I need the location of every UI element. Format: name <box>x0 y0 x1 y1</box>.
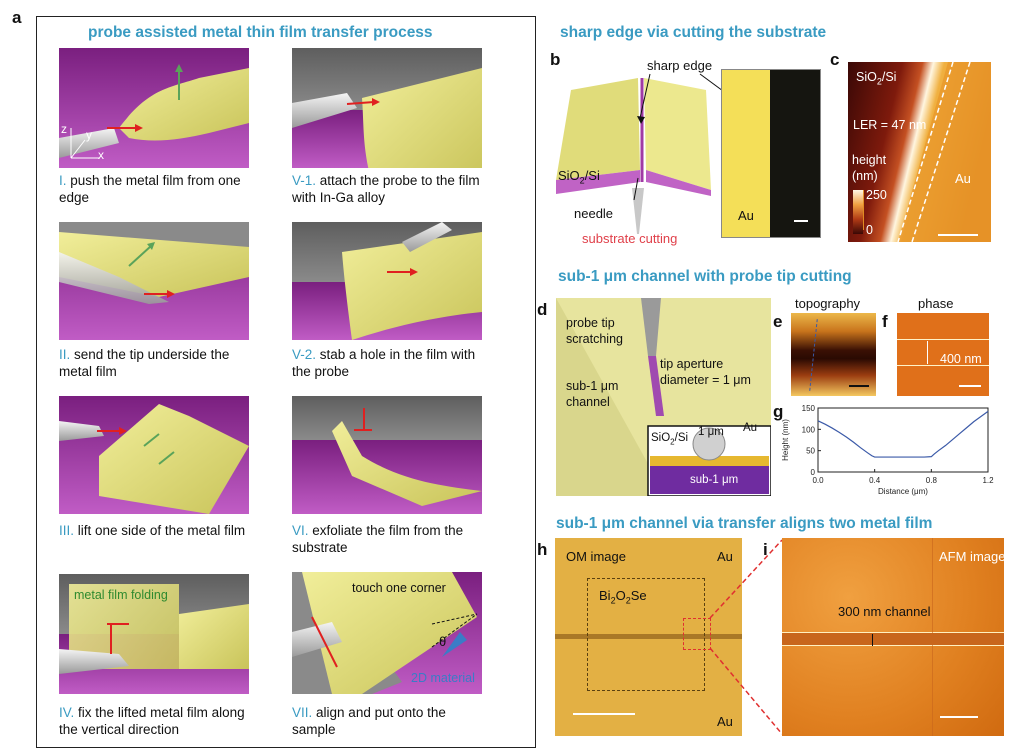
panel-e-title: topography <box>795 296 861 311</box>
panel-c-height: height <box>852 153 887 167</box>
x-tick-label: 0.4 <box>869 476 881 485</box>
panel-h-au-bot: Au <box>717 714 733 729</box>
panel-c-min: 0 <box>866 223 873 237</box>
panel-d-scratch2: scratching <box>566 332 623 346</box>
step-v2-image <box>292 222 482 340</box>
panel-c-ler: LER = 47 nm <box>853 118 927 132</box>
step-1-caption: I. push the metal film from one edge <box>59 173 241 205</box>
step-v1-caption: V-1. attach the probe to the film with I… <box>292 173 480 205</box>
panel-b-sio2: SiO2/Si <box>558 168 600 186</box>
section-bot-title: sub-1 μm channel via transfer aligns two… <box>556 515 933 532</box>
zoom-lines <box>709 539 783 735</box>
step-3-caption: III. lift one side of the metal film <box>59 523 246 538</box>
step-3-image <box>59 396 249 514</box>
step-4-caption: IV. fix the lifted metal film along the … <box>59 705 245 737</box>
panel-f-letter: f <box>882 312 888 331</box>
corner-label: touch one corner <box>352 581 446 595</box>
panel-c-sio2: SiO2/Si <box>856 70 897 87</box>
panel-c-max: 250 <box>866 188 887 202</box>
panel-e-letter: e <box>773 312 783 331</box>
panel-d-aperture1: tip aperture <box>660 357 724 371</box>
panel-h-letter: h <box>537 540 548 559</box>
panel-b-optical <box>721 69 821 238</box>
plot-frame <box>817 407 989 473</box>
y-tick-label: 0 <box>811 468 816 477</box>
panel-h-image <box>555 538 742 736</box>
step-6-caption: VI. exfoliate the film from the substrat… <box>292 523 464 555</box>
panel-i-image <box>782 538 1004 736</box>
y-axis-label: Height (nm) <box>781 419 790 461</box>
step-4-image <box>59 574 249 694</box>
panel-a-frame <box>36 16 536 748</box>
axis-z: z <box>61 122 67 136</box>
step-7-image <box>292 572 482 694</box>
material-label: 2D material <box>411 671 475 685</box>
panel-d-letter: d <box>537 300 548 319</box>
panel-e-image <box>791 313 876 396</box>
section-top-title: sharp edge via cutting the substrate <box>560 24 827 41</box>
needle-label: needle <box>574 206 614 221</box>
panel-a-title: probe assisted metal thin film transfer … <box>88 24 433 41</box>
panel-d-image <box>556 298 771 496</box>
panel-a-letter: a <box>12 8 22 27</box>
panel-i-letter: i <box>763 540 768 559</box>
x-axis-label: Distance (μm) <box>878 487 928 496</box>
panel-b-schematic <box>556 70 716 200</box>
panel-d-channel1: sub-1 μm <box>566 379 619 393</box>
step-6-image <box>292 396 482 514</box>
panel-d-inset-au: Au <box>743 422 758 434</box>
needle-shape <box>632 188 644 234</box>
x-tick-label: 0.8 <box>926 476 938 485</box>
step-2-caption: II. send the tip underside the metal fil… <box>59 347 230 379</box>
panel-c-au: Au <box>955 171 971 186</box>
panel-d-inset-1um: 1 μm <box>698 426 724 438</box>
panel-c-afm <box>848 62 991 242</box>
sharp-edge-label: sharp edge <box>647 58 713 73</box>
panel-f-title: phase <box>918 296 954 311</box>
panel-d-inset-sub1: sub-1 μm <box>690 474 739 486</box>
panel-h-bi: Bi2O2Se <box>599 588 647 606</box>
panel-b-au-label: Au <box>738 208 754 223</box>
panel-h-om: OM image <box>566 549 626 564</box>
section-mid-title: sub-1 μm channel with probe tip cutting <box>558 268 852 285</box>
x-tick-label: 1.2 <box>982 476 994 485</box>
panel-h-au-top: Au <box>717 549 733 564</box>
folding-label: metal film folding <box>74 588 168 602</box>
panel-b-letter: b <box>550 50 561 69</box>
substrate-cutting-label: substrate cutting <box>582 231 678 246</box>
y-tick-label: 50 <box>806 447 815 456</box>
panel-d-scratch1: probe tip <box>566 316 615 330</box>
step-v1-image <box>292 48 482 168</box>
panel-d-channel2: channel <box>566 395 610 409</box>
step-7-caption: VII. align and put onto the sample <box>292 705 446 737</box>
x-tick-label: 0.0 <box>812 476 824 485</box>
step-v2-caption: V-2. stab a hole in the film with the pr… <box>292 347 476 379</box>
height-profile-line <box>817 410 989 458</box>
panel-g-letter: g <box>773 402 784 421</box>
y-tick-label: 150 <box>802 404 816 413</box>
y-tick-label: 100 <box>802 425 816 434</box>
step-2-image <box>59 222 249 340</box>
panel-f-measure: 400 nm <box>940 352 982 366</box>
panel-c-colorbar <box>853 190 863 234</box>
panel-i-afm: AFM image <box>939 549 1006 564</box>
axis-x: x <box>98 148 104 162</box>
theta-label: θ <box>439 634 447 649</box>
panel-i-channel: 300 nm channel <box>838 604 931 619</box>
axis-y: y <box>86 128 92 142</box>
panel-c-letter: c <box>830 50 840 69</box>
panel-d-aperture2: diameter = 1 μm <box>660 373 751 387</box>
panel-c-unit: (nm) <box>852 169 878 183</box>
panel-f-image <box>897 313 989 396</box>
panel-d-inset-sio2: SiO2/Si <box>651 432 689 447</box>
step-1-image <box>59 48 249 168</box>
